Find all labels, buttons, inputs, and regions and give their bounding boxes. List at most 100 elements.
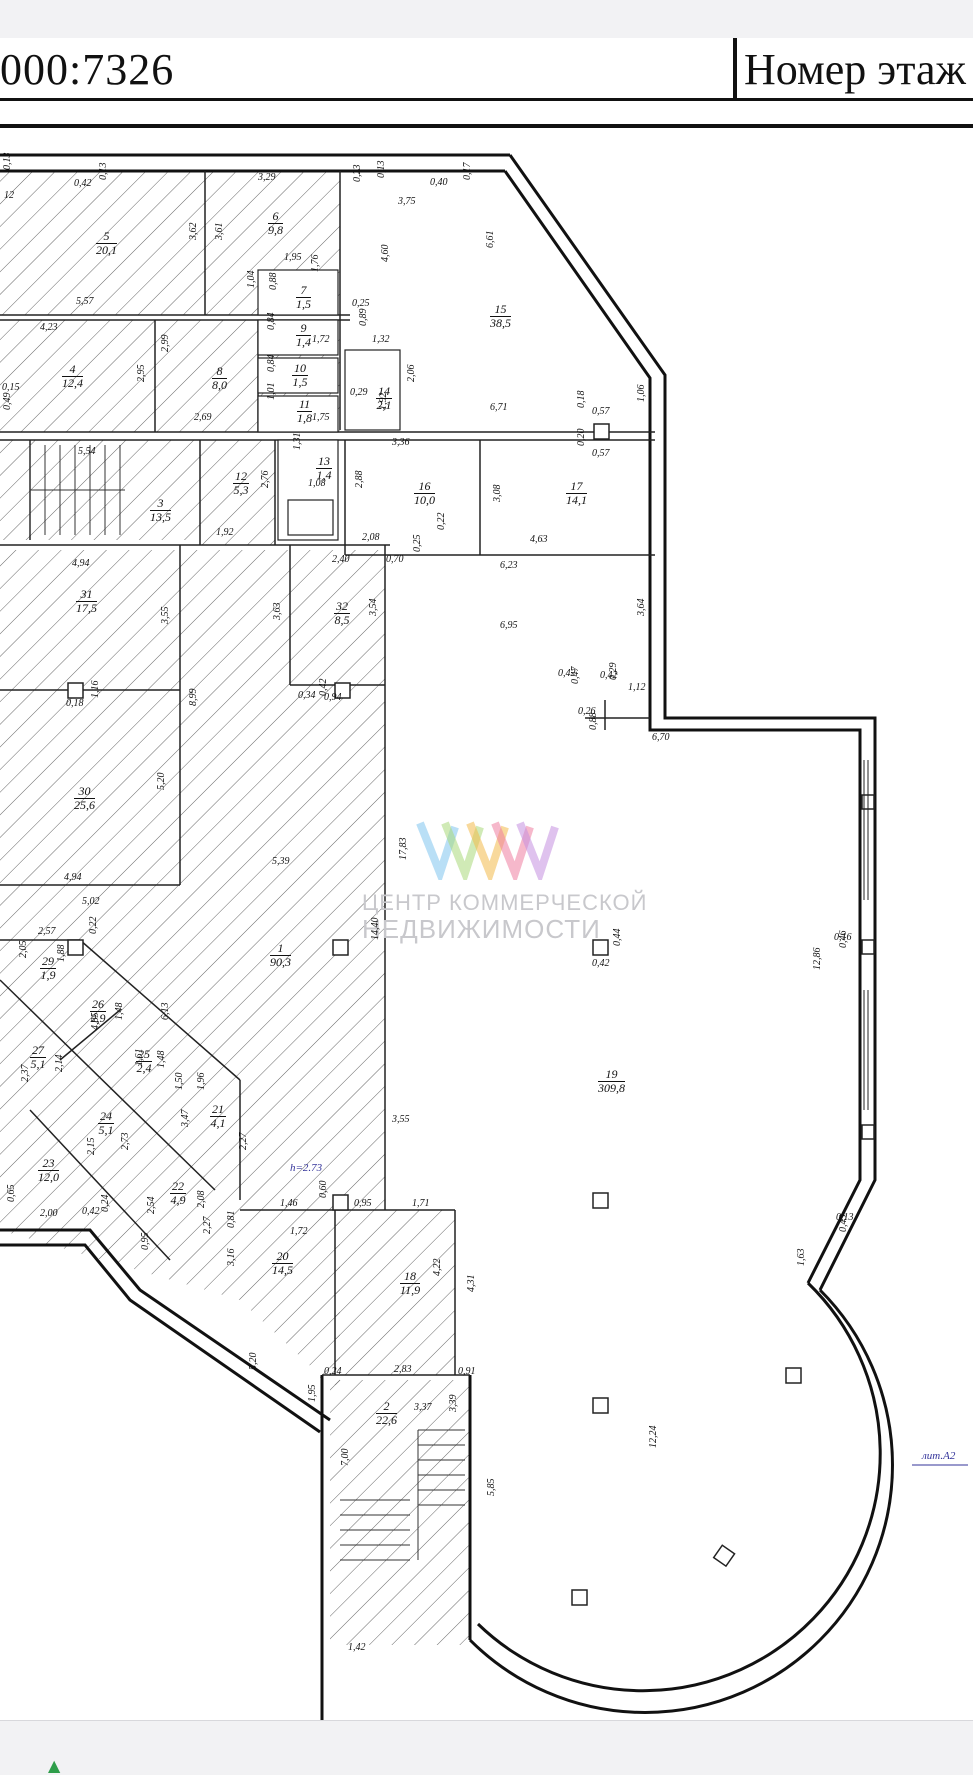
dimension-label: 1,12 [628,682,646,693]
room-area: 12,0 [38,1170,59,1184]
dimension-label: 2,06 [406,364,417,383]
dimension-label: 0,89 [358,308,369,327]
room-hatch-12 [200,440,275,545]
dimension-label: 0,25 [352,298,370,309]
dimension-label: 0,65 [6,1184,17,1203]
dimension-label: 3,54 [368,598,379,617]
dimension-label: 0,70 [386,554,404,565]
room-area: 8,0 [212,378,227,392]
dimension-label: 0,57 [592,448,610,459]
room-number: 24 [98,1109,114,1124]
dimension-label: 5,85 [486,1478,497,1497]
plan-header [0,38,973,101]
dimension-label: 1,71 [412,1198,430,1209]
dimension-label: 0,13 [836,1212,854,1223]
viewer-top-bar [0,0,973,38]
dimension-label: 0,57 [592,406,610,417]
dimension-label: 3,36 [392,437,410,448]
room-number: 13 [316,454,332,469]
room-number: 19 [598,1068,625,1082]
dimension-label: 2,14 [54,1054,65,1073]
dimension-label: 3,62 [188,222,199,241]
room-number: 7 [296,284,311,298]
columns [67,423,875,1606]
dimension-label: 3,63 [272,602,283,621]
dimension-label: 3,64 [636,598,647,617]
dimension-label: 0,13 [2,152,13,171]
dimension-label: 12,24 [648,1425,659,1449]
room-area: 38,5 [490,316,511,330]
room-number: 29 [40,954,56,969]
dimension-label: 0,46 [838,930,849,949]
dimension-label: 0,16 [834,932,852,943]
dimension-label: 5,20 [156,772,167,791]
room-hatch-2 [330,1380,470,1645]
dimension-label: 1,63 [796,1248,807,1267]
dimension-label: 4,94 [72,558,90,569]
dimension-label: 0,42 [592,958,610,969]
room-area: 20,1 [96,243,117,257]
dimension-label: 1,48 [156,1050,167,1069]
dimension-label: 4,23 [40,322,58,333]
dimension-label: 5,57 [76,296,94,307]
dimension-label: 2,69 [194,412,212,423]
dimension-label: 12,86 [812,947,823,971]
dimension-label: 1,72 [290,1226,308,1237]
room-area: 11,9 [400,1283,421,1297]
outer-wall-arc [468,1288,894,1714]
dimension-label: 0,84 [266,354,277,373]
dimension-label: 0,22 [436,512,447,531]
room-area: 2,1 [376,398,392,412]
outer-wall-diagonal-inner [503,170,862,1284]
room-area: 25,6 [74,798,95,812]
floor-number-label: Номер этаж [744,45,966,94]
room-area: 10,0 [414,493,435,507]
room-number: 12 [233,469,249,484]
room-area: 9,8 [268,223,283,237]
dimension-label: 1,32 [372,334,390,345]
nav-arrow-icon[interactable]: ▲ [48,1756,61,1775]
dimension-label: 4,63 [530,534,548,545]
dimension-label: 0,15 [2,382,20,393]
outer-wall-diagonal [508,154,877,1291]
dimension-label: 3,08 [492,484,503,503]
dimension-label: 3,75 [398,196,416,207]
dimension-label: 0,42 [558,668,576,679]
room-area: 4,9 [170,1193,186,1207]
dimension-label: 0,95 [140,1232,151,1251]
window-marks [863,760,869,1110]
room-area: 1,5 [296,297,311,311]
dimension-label: 0,84 [266,312,277,331]
room-area: 1,8 [297,411,313,425]
dimension-label: 17,83 [398,837,409,861]
room-number: 6 [268,210,283,224]
room-number: 15 [490,303,511,317]
dimension-label: 4,31 [466,1274,477,1293]
hatched-areas [0,170,470,1645]
dimension-label: 14,40 [370,917,381,941]
room-area: 2,9 [90,1011,106,1025]
dimension-label: 0,20 [576,428,587,447]
dimension-label: 0,34 [298,690,316,701]
dimension-label: 2,08 [196,1190,207,1209]
dimension-label: 1,04 [246,270,257,289]
room-area: 14,5 [272,1263,293,1277]
dimension-label: 1,46 [280,1198,298,1209]
dimension-label: 1,61 [134,1048,145,1067]
outer-wall-arc-inner [476,1281,882,1693]
room-area: 1,5 [292,375,308,389]
dimension-label: 0,43 [838,1214,849,1233]
dimension-label: 2,05 [18,940,29,959]
room-area: 13,5 [150,510,171,524]
room-hatch-5 [0,170,340,315]
